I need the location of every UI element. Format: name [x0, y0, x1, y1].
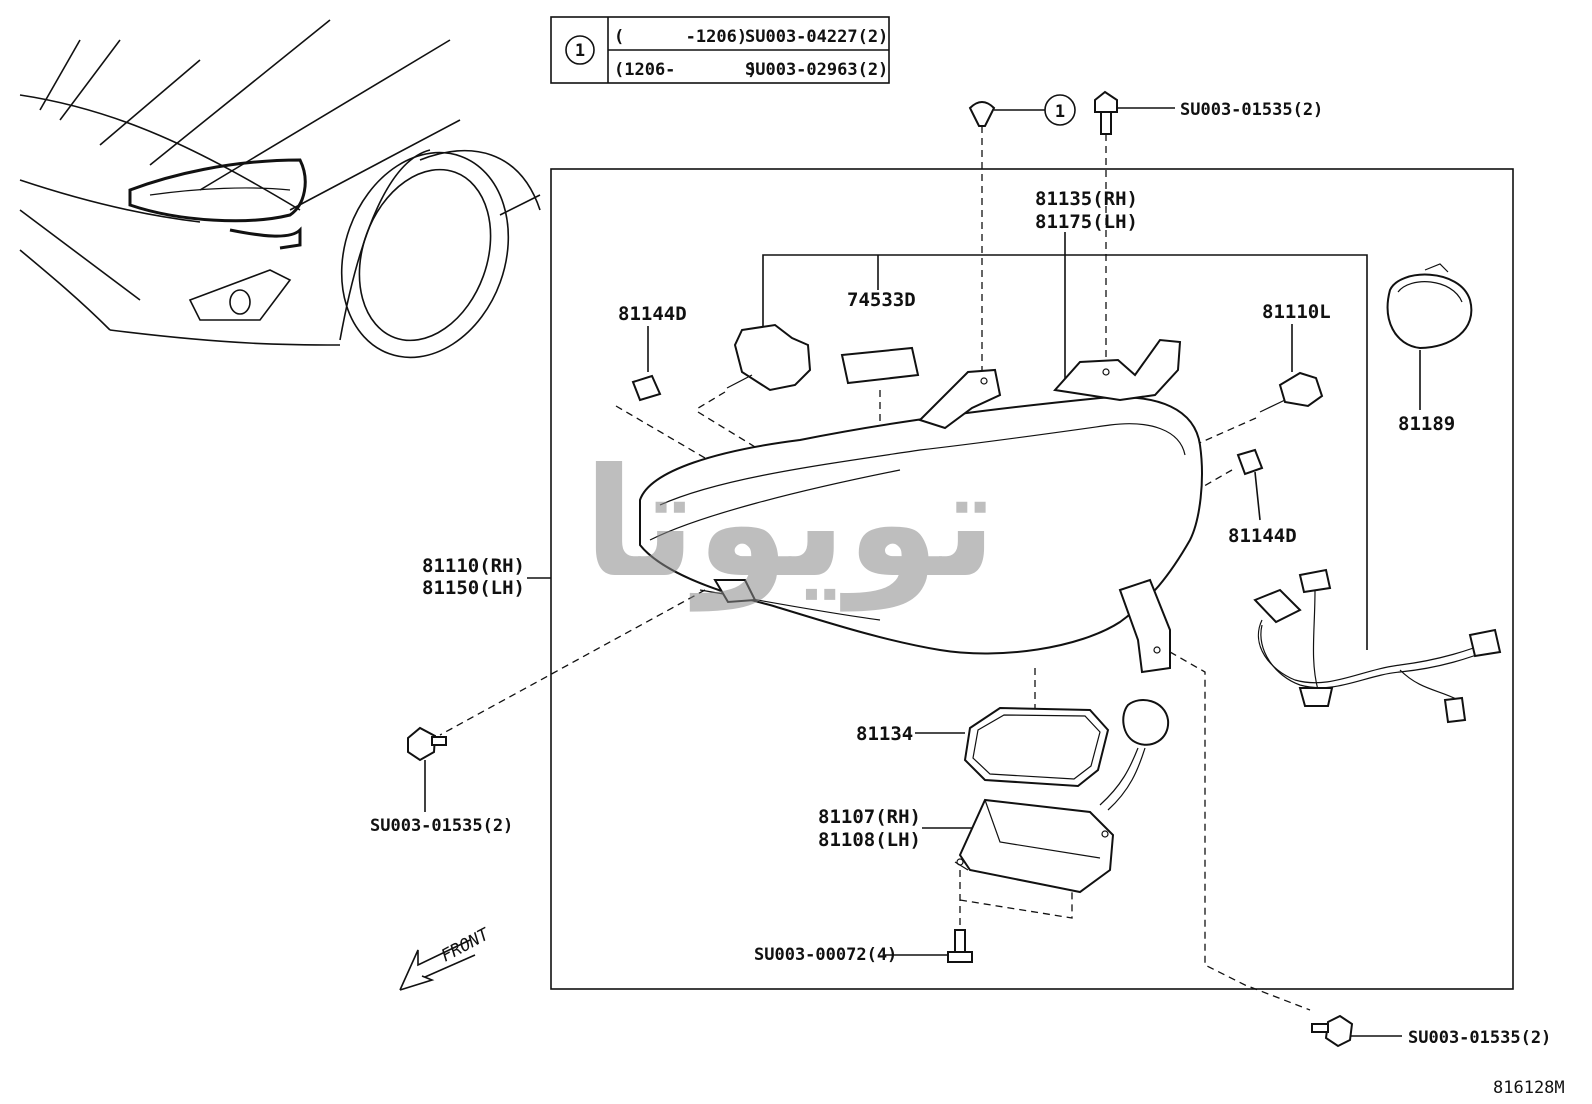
top-bolt: SU003-01535(2): [1094, 90, 1323, 372]
headlamp-assembly: [639, 338, 1203, 674]
bulb-socket: [694, 323, 812, 451]
ballast-lh-label: 81108(LH): [818, 829, 921, 851]
cover-81189: [1386, 263, 1473, 350]
watermark: تويوتا: [583, 437, 996, 612]
bracket-lh-label: 81175(LH): [1035, 211, 1138, 233]
bolt-left: [407, 589, 706, 762]
gasket-label: 81134: [856, 723, 913, 745]
bottom-right-dash: [1169, 651, 1311, 1011]
bolt-bottom-right-label: SU003-01535(2): [1408, 1028, 1551, 1048]
cap-left-label: 81144D: [618, 303, 687, 325]
diagram-id: 816128M: [1493, 1078, 1565, 1098]
bolt-left-label: SU003-01535(2): [370, 816, 513, 836]
legend-marker: 1: [575, 41, 585, 61]
gasket-81134: [963, 706, 1110, 788]
ballast-rh-label: 81107(RH): [818, 806, 921, 828]
headlamp-lh-label: 81150(LH): [422, 577, 525, 599]
legend-table: 1 ( -1206) SU003-04227(2) (1206- ) SU003…: [550, 16, 890, 84]
bolt-top-label: SU003-01535(2): [1180, 100, 1323, 120]
top-clip: 1: [968, 94, 1076, 372]
ballast: [954, 798, 1115, 925]
bulb-right-label: 81110L: [1262, 301, 1331, 323]
cap-right-label: 81144D: [1228, 525, 1297, 547]
leader-lines: [424, 324, 1421, 1037]
screw-bottom: [947, 929, 973, 963]
label-sticker: [840, 346, 920, 425]
bracket-rh-label: 81135(RH): [1035, 188, 1138, 210]
headlamp-rh-label: 81110(RH): [422, 555, 525, 577]
legend-row-1-part: SU003-04227(2): [745, 27, 888, 47]
wiring-harness: [1253, 568, 1502, 724]
bulb-81110l: [1194, 371, 1324, 446]
legend-row-2-range: (1206- ): [614, 60, 757, 80]
legend-row-2-part: SU003-02963(2): [745, 60, 888, 80]
screw-bottom-label: SU003-00072(4): [754, 945, 897, 965]
front-label: FRONT: [438, 924, 494, 967]
car-front-sketch: [19, 19, 541, 359]
cap-left: [615, 374, 706, 459]
assembly-frame: [550, 168, 1514, 990]
bracket-leader: [762, 232, 1368, 650]
cover-81189-label: 81189: [1398, 413, 1455, 435]
clip-marker: 1: [1055, 102, 1065, 122]
label-74533d: 74533D: [847, 289, 916, 311]
bolt-bottom-right: [1311, 1014, 1354, 1048]
front-arrow: FRONT: [399, 924, 494, 991]
igniter: [1099, 699, 1170, 811]
legend-row-1-range: ( -1206): [614, 27, 747, 47]
